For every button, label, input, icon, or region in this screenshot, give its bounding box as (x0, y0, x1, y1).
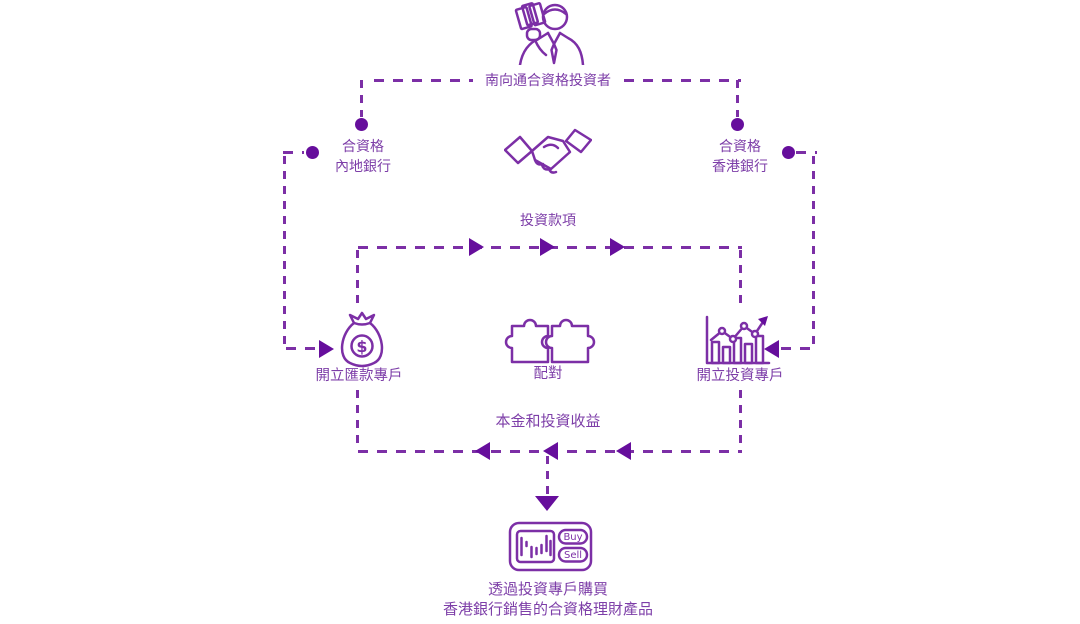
top-dashed-line-right (624, 79, 741, 82)
funds-corner-right-vertical (739, 250, 742, 310)
mainland-bank-label-line2: 內地銀行 (335, 158, 391, 174)
top-dashed-line-left (374, 79, 473, 82)
investment-funds-label: 投資款項 (520, 212, 576, 228)
bottom-caption: 透過投資專戶購買 香港銀行銷售的合資格理財產品 (443, 580, 653, 619)
hongkong-bank-dot (731, 118, 744, 131)
puzzle-icon (498, 318, 598, 368)
funds-flow-arrow-2 (540, 238, 555, 256)
investment-account-label: 開立投資專戶 (696, 368, 784, 384)
hongkong-hook-arrow (764, 340, 779, 358)
returns-label: 本金和投資收益 (495, 413, 601, 430)
funds-flow-arrow-1 (469, 238, 484, 256)
hongkong-hook-vertical (812, 156, 815, 348)
returns-flow-arrow-2 (543, 442, 558, 460)
mainland-hook-dash (283, 151, 304, 154)
mainland-bank-label: 合資格 內地銀行 (335, 136, 391, 176)
hongkong-bank-label-line2: 香港銀行 (712, 158, 768, 174)
sell-button-label: Sell (564, 550, 582, 561)
trading-terminal-icon: Buy Sell (508, 521, 593, 572)
bottom-caption-line2: 香港銀行銷售的合資格理財產品 (442, 600, 654, 618)
funds-corner-left-vertical (356, 250, 359, 308)
top-corner-right-vertical (736, 80, 739, 117)
hongkong-hook-bottom-dash (781, 347, 813, 350)
mainland-hook-vertical (283, 156, 286, 348)
mainland-bank-dot (355, 118, 368, 131)
returns-flow-arrow-1 (475, 442, 490, 460)
returns-corner-right-vertical (739, 390, 742, 450)
handshake-icon (504, 127, 592, 185)
returns-corner-left-vertical (356, 390, 359, 450)
dollar-sign: $ (356, 337, 367, 356)
funds-flow-arrow-3 (610, 238, 625, 256)
money-bag-icon: $ (335, 311, 389, 369)
mainland-hook-dot (306, 146, 319, 159)
buy-button (557, 528, 589, 545)
remittance-account-label: 開立匯款專戶 (315, 368, 403, 384)
hongkong-hook-dot (782, 146, 795, 159)
investor-label: 南向通合資格投資者 (485, 72, 611, 88)
mainland-hook-bottom-dash (286, 347, 318, 350)
sell-button (557, 546, 589, 563)
mainland-hook-arrow (319, 340, 334, 358)
hongkong-bank-label-line1: 合資格 (719, 138, 761, 154)
terminal-stem-vertical (546, 456, 549, 496)
matching-label: 配對 (533, 366, 563, 382)
hongkong-hook-dash (796, 151, 817, 154)
investor-cash-icon (512, 2, 586, 65)
hongkong-bank-label: 合資格 香港銀行 (712, 136, 768, 176)
mainland-bank-label-line1: 合資格 (342, 138, 384, 154)
growth-chart-icon (703, 313, 773, 368)
returns-flow-arrow-3 (616, 442, 631, 460)
top-corner-left-vertical (360, 80, 363, 117)
bottom-caption-line1: 透過投資專戶購買 (487, 581, 609, 598)
buy-button-label: Buy (563, 532, 582, 543)
terminal-down-arrow (535, 496, 559, 511)
